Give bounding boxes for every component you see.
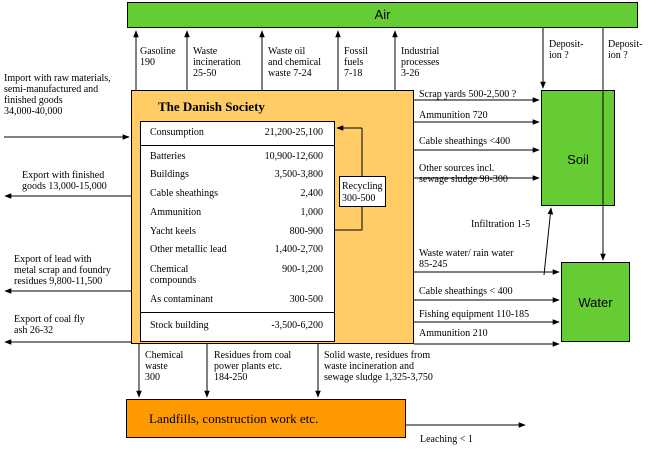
recycling-value: 300-500 xyxy=(342,193,376,204)
deposition-soil-label: Deposit-ion ? xyxy=(549,39,584,61)
leaching-label: Leaching < 1 xyxy=(420,434,473,445)
society-title: The Danish Society xyxy=(158,99,265,114)
import-label: Import with raw materials,semi-manufactu… xyxy=(4,73,111,117)
landfills-box: Landfills, construction work etc. xyxy=(126,399,406,438)
water-fishing-equipment-label: Fishing equipment 110-185 xyxy=(419,309,530,320)
soil-ammunition-label: Ammunition 720 xyxy=(419,110,488,121)
recycling-box: Recycling 300-500 xyxy=(339,176,386,207)
water-label: Water xyxy=(578,295,613,310)
soil-other-sources-label: Other sources incl.sewage sludge 90-300 xyxy=(419,163,508,185)
consumption-label: Consumption xyxy=(150,127,204,138)
water-ammunition-label: Ammunition 210 xyxy=(419,328,488,339)
soil-label: Soil xyxy=(567,152,589,167)
consumption-value: 21,200-25,100 xyxy=(264,127,323,138)
infiltration-label: Infiltration 1-5 xyxy=(471,219,531,230)
stock-divider xyxy=(140,312,335,313)
soil-cable-sheathings-label: Cable sheathings <400 xyxy=(419,136,511,147)
consumption-divider xyxy=(140,145,335,146)
deposition-water-label: Deposit-ion ? xyxy=(608,39,643,61)
recycling-label: Recycling xyxy=(342,181,383,192)
water-cable-sheathings-label: Cable sheathings < 400 xyxy=(419,286,513,297)
stock-building-value: -3,500-6,200 xyxy=(271,320,323,331)
air-label: Air xyxy=(374,7,391,22)
stock-building-label: Stock building xyxy=(150,320,209,331)
landfills-label: Landfills, construction work etc. xyxy=(149,411,319,426)
society-inner-table xyxy=(140,121,335,342)
air-box: Air xyxy=(127,2,638,28)
water-box: Water xyxy=(561,262,630,342)
soil-scrap-yards-label: Scrap yards 500-2,500 ? xyxy=(419,89,517,100)
